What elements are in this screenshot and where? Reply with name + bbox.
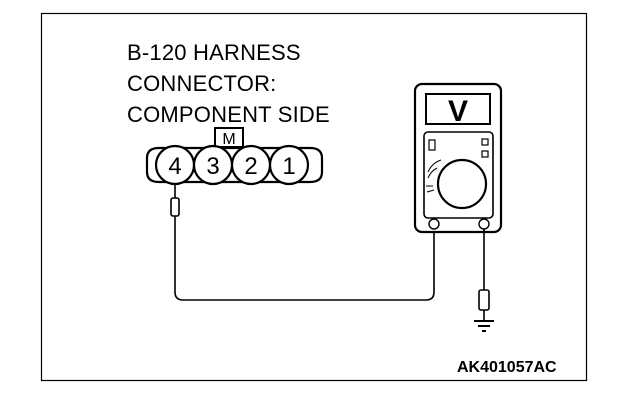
connector-title-line-3: COMPONENT SIDE: [127, 102, 330, 127]
figure-frame: [40, 12, 588, 382]
voltmeter-button-icon: [481, 138, 489, 146]
connector-title-line-2: CONNECTOR:: [127, 71, 277, 96]
connector-pin-label: 2: [244, 153, 257, 180]
voltmeter-jack-positive-icon: [428, 218, 440, 230]
connector-lock-label: M: [222, 131, 235, 148]
connector-pin-label: 4: [168, 153, 181, 180]
ground-icon: [474, 320, 494, 332]
test-lead-positive: [174, 223, 435, 301]
voltmeter-dial: [436, 158, 488, 210]
voltmeter: V: [413, 82, 503, 234]
connector-pin-3: 3: [192, 144, 234, 186]
test-lead-ground: [478, 229, 490, 320]
voltmeter-jack-negative-icon: [478, 218, 490, 230]
connector-pin-1: 1: [268, 144, 310, 186]
connector-pin-4: 4: [154, 144, 196, 186]
voltmeter-scale-icon: [426, 159, 442, 193]
voltmeter-display-symbol: V: [448, 95, 468, 128]
connector-title-line-1: B-120 HARNESS: [127, 40, 301, 65]
probe-connector: [170, 184, 180, 223]
voltmeter-button-icon: [481, 150, 489, 158]
connector-pin-label: 3: [206, 153, 219, 180]
voltmeter-display: [425, 93, 491, 125]
voltmeter-switch-icon: [428, 139, 436, 151]
connector-pin-2: 2: [230, 144, 272, 186]
figure-code: AK401057AC: [457, 359, 557, 376]
connector-pin-label: 1: [282, 153, 295, 180]
